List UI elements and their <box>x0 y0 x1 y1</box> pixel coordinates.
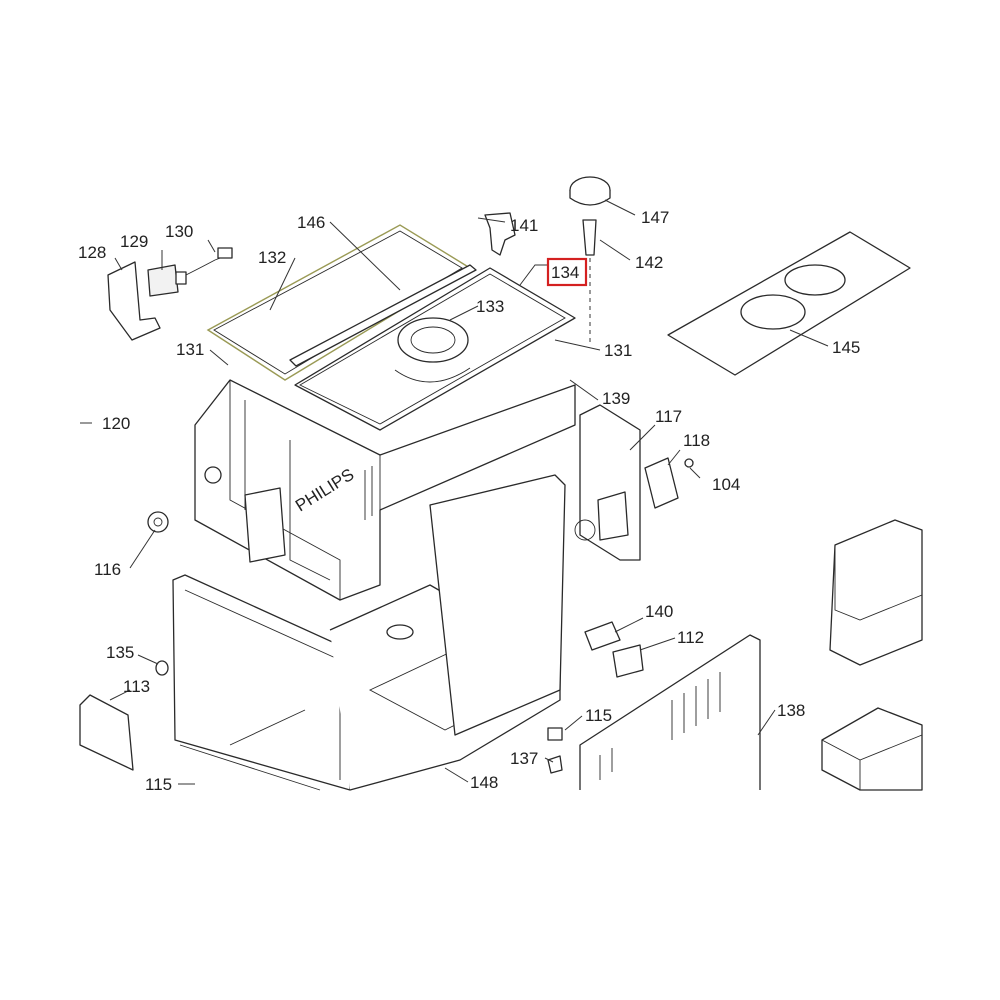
part-129-card <box>147 264 179 297</box>
callout-115-left: 115 <box>145 775 172 794</box>
callout-139: 139 <box>602 389 630 408</box>
part-130-cable <box>175 247 233 285</box>
callout-146: 146 <box>297 213 325 232</box>
part-137-screw <box>547 755 563 774</box>
part-141-latch <box>484 212 516 256</box>
callout-113: 113 <box>123 677 150 696</box>
part-142-spout <box>582 219 597 345</box>
callout-104: 104 <box>712 475 740 494</box>
part-146-lid-frame <box>206 224 477 381</box>
part-116-gear <box>147 511 169 533</box>
callout-133: 133 <box>476 297 504 316</box>
callout-117: 117 <box>655 407 682 426</box>
callout-115-middle: 115 <box>585 706 612 725</box>
callout-140: 140 <box>645 602 673 621</box>
leader-lines <box>80 199 829 785</box>
callout-131-left: 131 <box>176 340 204 359</box>
part-118-plate <box>644 457 694 509</box>
callout-132: 132 <box>258 248 286 267</box>
callout-145: 145 <box>832 338 860 357</box>
callout-135: 135 <box>106 643 134 662</box>
part-138-back-panel <box>429 474 761 790</box>
callout-118: 118 <box>683 431 710 450</box>
callout-128: 128 <box>78 243 106 262</box>
part-140-valve <box>584 621 621 651</box>
part-128-bracket <box>107 261 161 341</box>
callout-labels: 146 141 147 129 130 128 132 134 142 133 … <box>78 208 860 794</box>
callout-116: 116 <box>94 560 121 579</box>
callout-131-right: 131 <box>604 341 632 360</box>
part-134-highlight-box <box>546 257 588 287</box>
callout-141: 141 <box>510 216 538 235</box>
part-135-o-ring <box>155 660 169 676</box>
callout-148: 148 <box>470 773 498 792</box>
callout-129: 129 <box>120 232 148 251</box>
part-134-lid <box>294 267 576 431</box>
part-112-filter <box>612 644 644 678</box>
callout-138: 138 <box>777 701 805 720</box>
part-right-housing <box>829 519 923 666</box>
callout-142: 142 <box>635 253 663 272</box>
part-115-clip <box>547 727 563 741</box>
callout-137: 137 <box>510 749 538 768</box>
part-139-upper-housing <box>194 379 576 601</box>
callout-120: 120 <box>102 414 130 433</box>
part-145-tray-cover <box>667 231 911 376</box>
part-packaging-box <box>821 707 923 791</box>
part-113-drip-tray <box>79 694 134 771</box>
part-147-knob <box>569 176 611 206</box>
callout-112: 112 <box>677 628 704 647</box>
callout-147: 147 <box>641 208 669 227</box>
part-117-control-board <box>574 404 641 561</box>
callout-130: 130 <box>165 222 193 241</box>
callout-134: 134 <box>551 263 579 282</box>
